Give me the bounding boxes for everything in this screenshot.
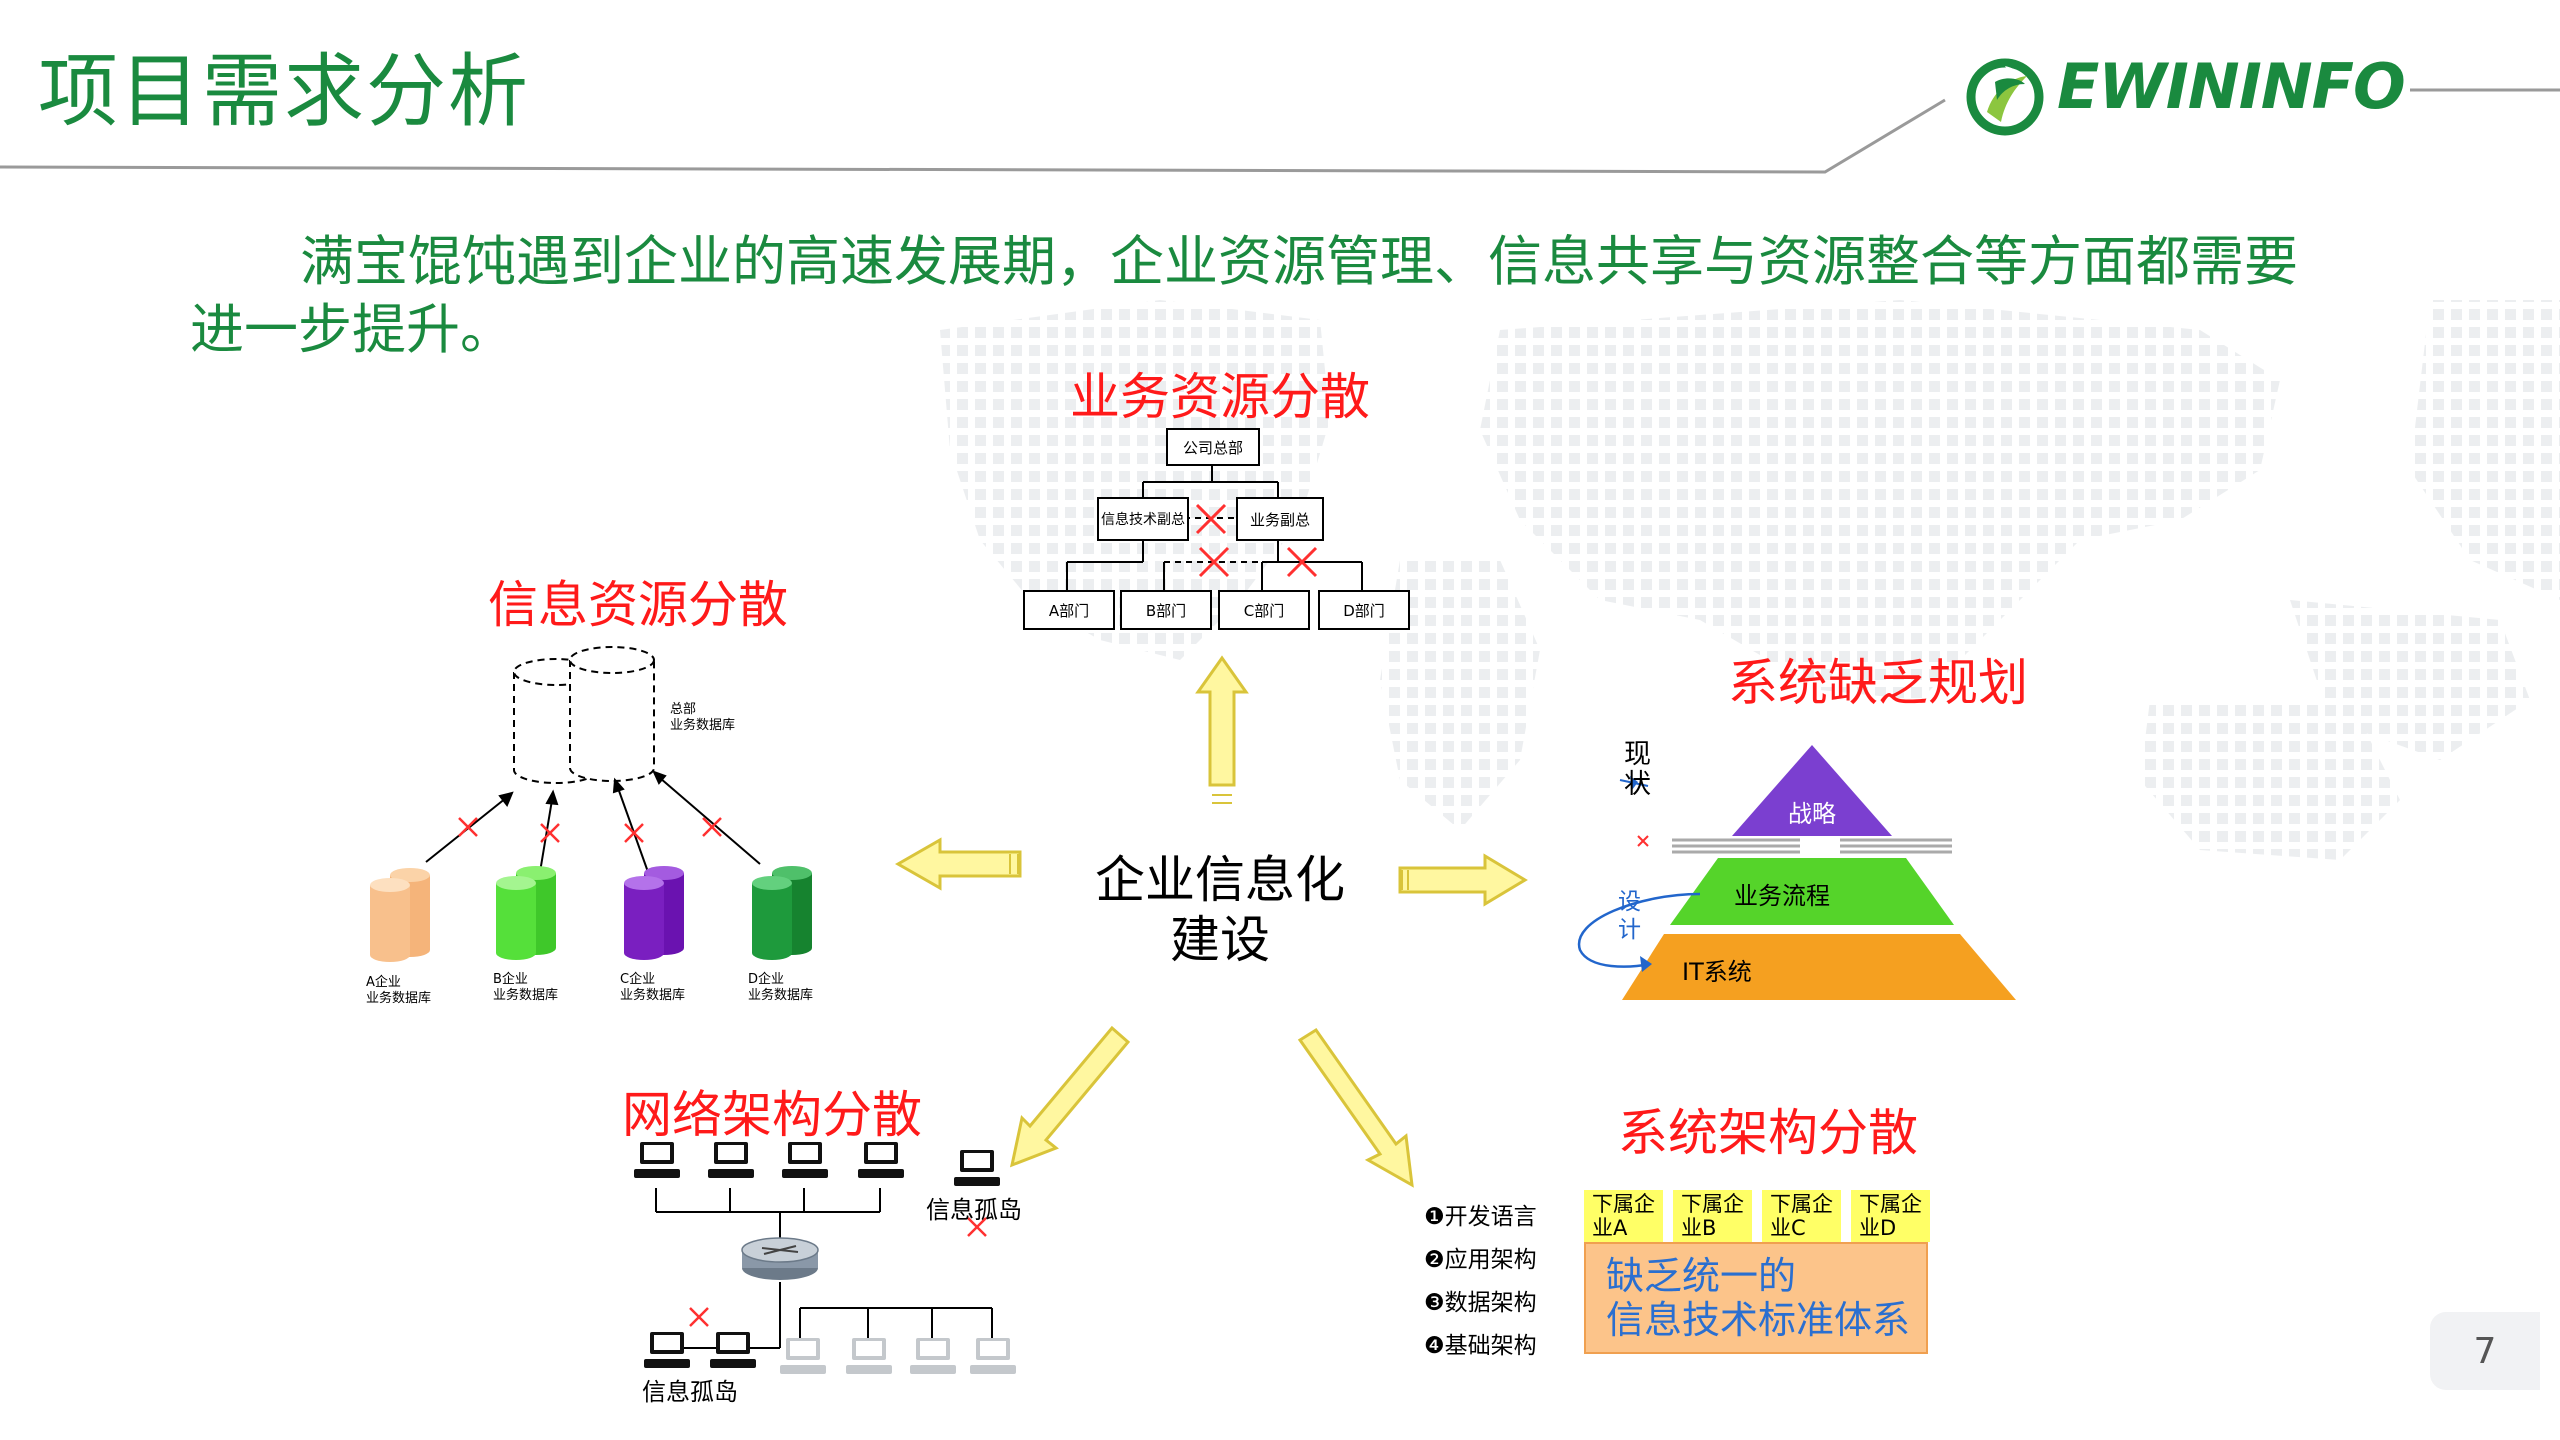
page-title: 项目需求分析: [38, 45, 530, 138]
island-label-top: 信息孤岛: [926, 1196, 1022, 1224]
hq-db-label-line2: 业务数据库: [670, 718, 736, 733]
company-c-name: C企业: [620, 972, 656, 987]
subsidiary-b-line2: 业B: [1681, 1216, 1717, 1240]
island-label-bottom: 信息孤岛: [642, 1378, 738, 1406]
logo-swirl-icon: [1966, 58, 2044, 136]
design-label: 设 计: [1618, 888, 1641, 944]
org-hq-box: 公司总部: [1166, 428, 1260, 466]
system-aspect-4: ❹基础架构: [1424, 1333, 1537, 1359]
company-c-sub: 业务数据库: [620, 988, 686, 1003]
subsidiary-c: 下属企业C: [1762, 1190, 1841, 1242]
org-vp-biz-box: 业务副总: [1236, 497, 1324, 541]
pyramid-middle-label: 业务流程: [1734, 882, 1830, 910]
company-c-db-icon: [624, 866, 684, 960]
design-line1: 设: [1618, 889, 1641, 915]
system-aspect-3: ❸数据架构: [1424, 1290, 1537, 1316]
subsidiary-d: 下属企业D: [1851, 1190, 1930, 1242]
subsidiary-c-line1: 下属企: [1770, 1192, 1833, 1216]
arrow-up-icon: [1195, 655, 1249, 787]
intro-paragraph: 满宝馄饨遇到企业的高速发展期，企业资源管理、信息共享与资源整合等方面都需要进一步…: [190, 230, 2298, 361]
center-topic: 企业信息化 建设: [1080, 850, 1360, 970]
company-d-sub: 业务数据库: [748, 988, 814, 1003]
system-aspect-1: ❶开发语言: [1424, 1204, 1537, 1230]
company-b-sub: 业务数据库: [493, 988, 559, 1003]
hq-db-label-line1: 总部: [670, 702, 697, 717]
current-state-line2: 状: [1624, 769, 1651, 800]
subsidiary-c-line2: 业C: [1770, 1216, 1806, 1240]
org-dept-c-box: C部门: [1218, 590, 1310, 630]
company-d-db-icon: [752, 866, 812, 960]
subsidiary-a: 下属企业A: [1584, 1190, 1663, 1242]
company-a-label: A企业 业务数据库: [366, 975, 431, 1007]
subsidiary-d-line2: 业D: [1859, 1216, 1897, 1240]
arrow-left-icon: [894, 837, 1022, 891]
company-a-db-icon: [370, 868, 430, 962]
design-line2: 计: [1618, 917, 1641, 943]
network-title: 网络架构分散: [622, 1086, 922, 1144]
business-title: 业务资源分散: [1070, 368, 1370, 426]
current-state-line1: 现: [1624, 739, 1651, 770]
arrow-right-icon: [1398, 853, 1528, 907]
subsidiary-b: 下属企业B: [1673, 1190, 1752, 1242]
logo-text: EWININFO: [2057, 50, 2406, 123]
subsidiary-d-line1: 下属企: [1859, 1192, 1922, 1216]
arrow-down-right-icon: [1297, 1027, 1414, 1188]
planning-pyramid: [1577, 745, 2016, 1000]
org-dept-d-box: D部门: [1318, 590, 1410, 630]
current-state-label: 现 状: [1624, 740, 1651, 800]
router-icon: [741, 1237, 819, 1280]
company-d-name: D企业: [748, 972, 785, 987]
subsidiary-row: 下属企业A 下属企业B 下属企业C 下属企业D: [1584, 1190, 1930, 1242]
company-a-name: A企业: [366, 975, 401, 990]
subsidiary-a-line2: 业A: [1592, 1216, 1628, 1240]
center-topic-line2: 建设: [1170, 911, 1270, 969]
planning-title: 系统缺乏规划: [1728, 654, 2028, 712]
org-dept-b-box: B部门: [1120, 590, 1212, 630]
pyramid-top-label: 战略: [1788, 800, 1836, 828]
computer-row-top-icon: [634, 1142, 1000, 1186]
info-title: 信息资源分散: [488, 576, 788, 634]
company-c-label: C企业 业务数据库: [620, 972, 685, 1004]
pyramid-bottom-label: IT系统: [1682, 958, 1752, 986]
computer-row-bottom-icon: [644, 1332, 1016, 1374]
center-topic-line1: 企业信息化: [1095, 851, 1345, 909]
company-b-name: B企业: [493, 972, 528, 987]
header-divider: [0, 88, 2560, 174]
lack-standard-box: 缺乏统一的 信息技术标准体系: [1584, 1242, 1928, 1354]
company-b-label: B企业 业务数据库: [493, 972, 558, 1004]
org-vp-it-box: 信息技术副总: [1097, 497, 1189, 541]
company-b-db-icon: [496, 866, 556, 960]
page-number: 7: [2430, 1312, 2540, 1390]
system-aspect-2: ❷应用架构: [1424, 1247, 1537, 1273]
system-aspect-list: ❶开发语言 ❷应用架构 ❸数据架构 ❹基础架构: [1424, 1196, 1537, 1368]
subsidiary-b-line1: 下属企: [1681, 1192, 1744, 1216]
lack-standard-line1: 缺乏统一的: [1606, 1254, 1797, 1298]
system-title: 系统架构分散: [1618, 1104, 1918, 1162]
hq-db-label: 总部 业务数据库: [670, 702, 735, 734]
company-logo: EWININFO: [1965, 48, 2406, 143]
subsidiary-a-line1: 下属企: [1592, 1192, 1655, 1216]
company-a-sub: 业务数据库: [366, 991, 432, 1006]
lack-standard-line2: 信息技术标准体系: [1606, 1298, 1911, 1342]
org-dept-a-box: A部门: [1023, 590, 1115, 630]
arrow-down-left-icon: [1009, 1025, 1131, 1168]
company-d-label: D企业 业务数据库: [748, 972, 813, 1004]
